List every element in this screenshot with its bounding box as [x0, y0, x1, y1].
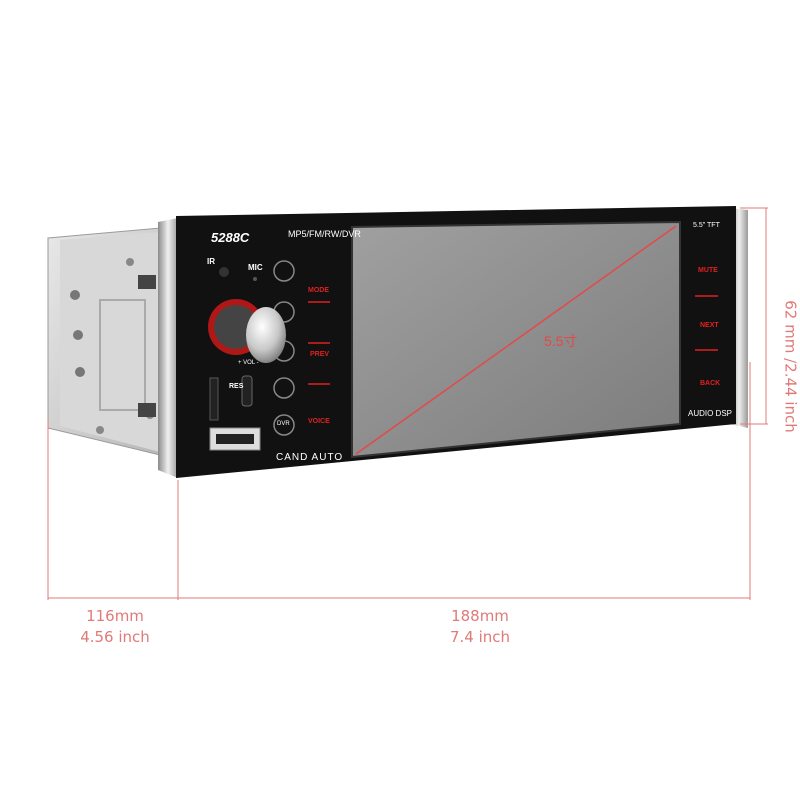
mode-button[interactable]: MODE — [308, 287, 329, 294]
screen-size-center: 5.5寸 — [544, 333, 578, 349]
width-dimension: 188mm 7.4 inch — [420, 606, 540, 648]
voice-button[interactable]: VOICE — [308, 418, 330, 425]
width-mm: 188mm — [451, 607, 509, 625]
width-inch: 7.4 inch — [449, 628, 511, 646]
ir-label: IR — [207, 257, 215, 266]
vol-label: + VOL - — [238, 360, 259, 366]
metal-housing — [47, 227, 161, 456]
res-label: RES — [229, 383, 244, 390]
model-label: 5288C — [211, 230, 250, 245]
prev-button[interactable]: PREV — [310, 351, 330, 358]
features-label: MP5/FM/RW/DVR — [288, 229, 361, 239]
mic-label: MIC — [248, 263, 263, 272]
mute-button[interactable]: MUTE — [698, 267, 718, 274]
dvr-button[interactable]: DVR — [277, 421, 290, 427]
depth-inch: 4.56 inch — [80, 628, 150, 646]
height-dimension: 62 mm /2.44 inch — [781, 300, 800, 433]
audio-dsp-label: AUDIO DSP — [688, 409, 733, 418]
next-button[interactable]: NEXT — [700, 322, 719, 329]
front-bezel — [158, 206, 748, 478]
brand-logo: CAND AUTO — [276, 452, 344, 463]
back-button[interactable]: BACK — [700, 380, 721, 387]
screen-size-label: 5.5" TFT — [693, 222, 720, 229]
depth-mm: 116mm — [86, 607, 144, 625]
dimension-lines — [47, 207, 768, 600]
depth-dimension: 116mm 4.56 inch — [60, 606, 170, 648]
